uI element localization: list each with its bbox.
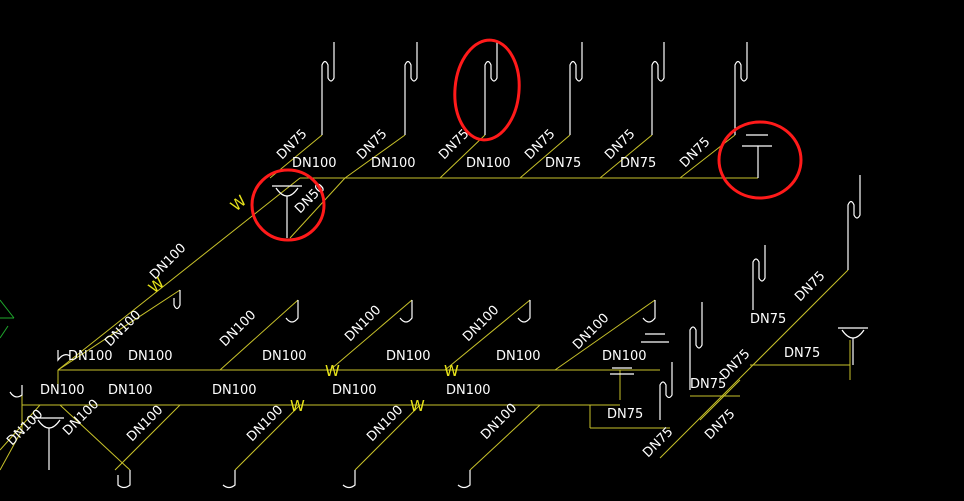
label-dn100: DN100 [332,383,377,398]
label-dn75: DN75 [620,156,656,171]
floor-drain-upper-right [742,134,772,178]
label-dn75: DN75 [750,312,786,327]
annotation-circle-floor-drain-right [717,120,803,200]
riser-symbols [9,42,861,489]
w-marker: W [444,362,459,380]
w-marker: W [325,362,340,380]
label-dn100: DN100 [371,156,416,171]
label-dn100: DN100 [602,349,647,364]
label-dn100: DN100 [68,349,113,364]
label-dn100: DN100 [128,349,173,364]
w-markers: W W W W W W [145,192,459,415]
label-dn100: DN100 [496,349,541,364]
annotation-circles [250,38,803,242]
annotation-circle-floor-drain-left [250,168,326,242]
annotation-circle-upper-riser [453,38,521,142]
label-dn75: DN75 [607,407,643,422]
label-dn75: DN75 [545,156,581,171]
label-dn75: DN75 [690,377,726,392]
label-dn100: DN100 [40,383,85,398]
ucs-axis-icon [0,299,15,339]
w-marker: W [290,397,305,415]
floor-drain-upper-left [272,185,302,238]
pipe-network [0,134,851,471]
label-dn100: DN100 [386,349,431,364]
label-dn100: DN100 [108,383,153,398]
cleanout-middle [610,333,669,375]
floor-drain-right [838,327,868,365]
label-dn100: DN100 [212,383,257,398]
floor-drain-bottom-left [34,417,64,470]
label-dn100: DN100 [262,349,307,364]
label-dn100: DN100 [466,156,511,171]
w-marker: W [410,397,425,415]
label-dn75: DN75 [784,346,820,361]
label-dn100: DN100 [292,156,337,171]
floor-drain-symbols [34,134,868,470]
label-dn100: DN100 [446,383,491,398]
